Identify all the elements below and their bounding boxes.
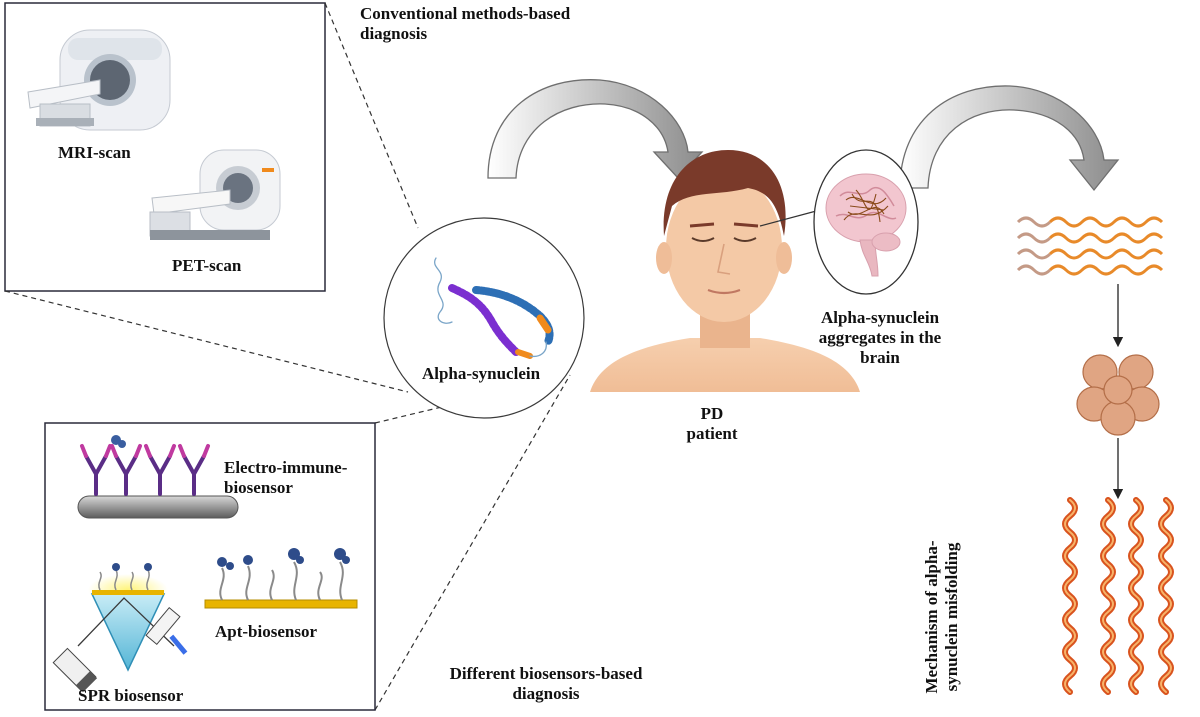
- pd-patient-icon: [590, 150, 860, 392]
- mechanism-label: Mechanism of alpha- synuclein misfolding: [922, 522, 962, 712]
- electro-immune-biosensor-label: Electro-immune- biosensor: [224, 458, 347, 498]
- pd-patient-label-line-1: PD: [700, 404, 724, 423]
- curved-arrow-right-icon: [899, 85, 1120, 192]
- spr-biosensor-label: SPR biosensor: [78, 686, 184, 705]
- aptamer-biosensor-icon: [204, 548, 358, 609]
- alpha-synuclein-label: Alpha-synuclein: [421, 364, 541, 383]
- pet-machine-icon: [149, 149, 281, 240]
- aggregates-label: Alpha-synuclein aggregates in the brain: [819, 308, 941, 368]
- pd-patient-label-line-2: patient: [686, 424, 738, 443]
- spr-biosensor-icon: [52, 563, 188, 693]
- apt-biosensor-label: Apt-biosensor: [215, 622, 318, 641]
- brain-connector-line: [759, 209, 821, 227]
- brain-icon: [825, 173, 907, 277]
- pd-patient-label: PD patient: [687, 404, 738, 444]
- mri-machine-icon: [27, 29, 171, 131]
- biosensors-label-line-2: diagnosis: [512, 684, 580, 703]
- connector-lines: [4, 2, 571, 711]
- conventional-methods-label-line-2: diagnosis: [360, 24, 428, 43]
- biosensors-label-line-1: Different biosensors-based: [449, 664, 643, 683]
- aggregates-label-line-2: aggregates in the: [818, 328, 942, 347]
- aggregates-label-line-3: brain: [860, 348, 900, 367]
- mechanism-label-line-2: synuclein misfolding: [942, 542, 961, 692]
- alpha-synuclein-circle: [383, 217, 585, 419]
- electro-immune-label-line-1: Electro-immune-: [224, 458, 348, 477]
- mechanism-label-line-1: Mechanism of alpha-: [922, 540, 941, 694]
- oligomer-icon: [1076, 354, 1160, 436]
- fibrils-icon: [1062, 497, 1174, 695]
- mri-scan-label: MRI-scan: [58, 143, 131, 162]
- curved-arrow-left-icon: [487, 79, 704, 179]
- electro-immune-label-line-2: biosensor: [224, 478, 293, 497]
- electro-immune-biosensor-icon: [77, 435, 239, 519]
- wavy-strands-icon: [1016, 216, 1164, 276]
- conventional-methods-label-line-1: Conventional methods-based: [360, 4, 571, 23]
- pet-scan-label: PET-scan: [172, 256, 242, 275]
- aggregates-label-line-1: Alpha-synuclein: [820, 308, 940, 327]
- biosensors-methods-label: Different biosensors-based diagnosis: [450, 664, 643, 704]
- conventional-methods-label: Conventional methods-based diagnosis: [360, 4, 570, 44]
- alpha-synuclein-helix-icon: [434, 257, 554, 359]
